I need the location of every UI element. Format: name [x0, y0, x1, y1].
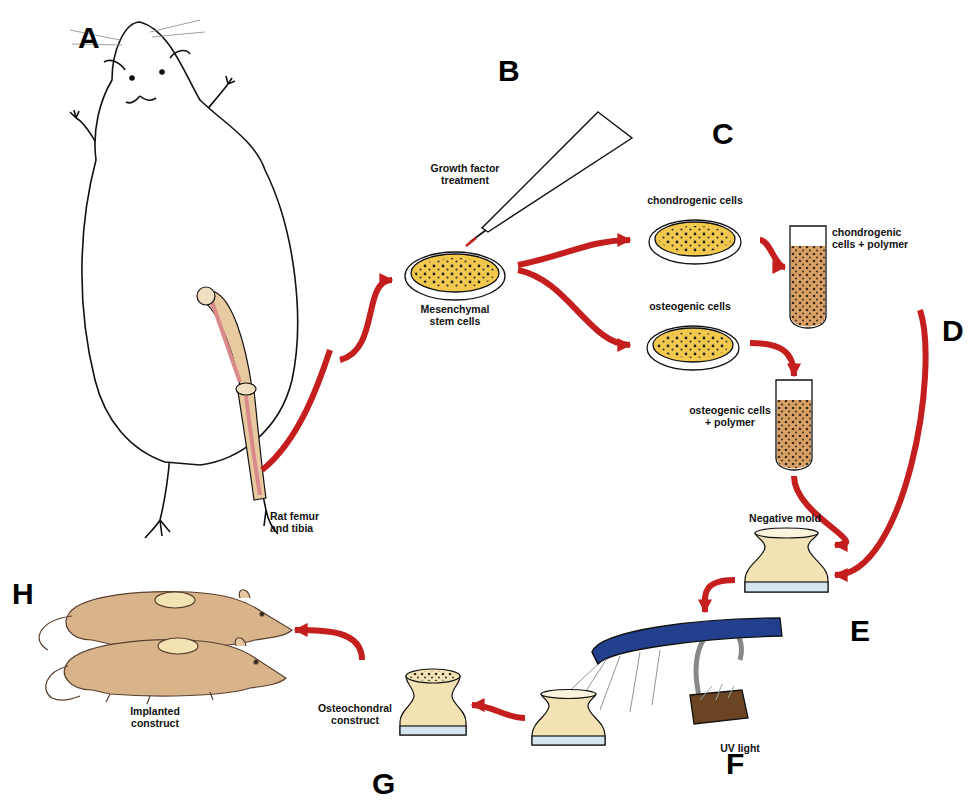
construct-node: Osteochondral construct [312, 660, 472, 742]
osteochondral-construct [400, 669, 466, 735]
dish-node: chondrogenic cells [630, 192, 760, 267]
panel-letter: F [726, 748, 756, 780]
node-label: osteogenic cells [630, 300, 750, 312]
process-arrow [835, 310, 926, 575]
second-harvest-arrow [262, 350, 330, 470]
node-label: Osteochondral construct [312, 702, 398, 726]
process-arrow [340, 280, 392, 360]
process-arrow [472, 705, 525, 718]
node-label: chondrogenic cells [630, 194, 760, 206]
implant-node: Implanted construct [55, 585, 295, 740]
node-label: Rat femur and tibia [270, 510, 340, 534]
process-arrow [518, 240, 630, 265]
process-arrow [760, 240, 785, 267]
panel-letter: G [372, 768, 402, 800]
node-label: chondrogenic cells + polymer [832, 226, 918, 250]
dish-node: osteogenic cells [630, 298, 750, 373]
pipette [466, 112, 632, 246]
uv-lamp-node: UV light [525, 612, 790, 770]
node-label: Mesenchymal stem cells [412, 303, 498, 327]
process-arrow [750, 343, 794, 376]
process-arrow [794, 476, 846, 545]
process-arrow [518, 270, 630, 345]
mold-node: Negative mold [735, 510, 835, 594]
panel-letter: A [78, 22, 108, 54]
panel-letter: H [12, 578, 42, 610]
process-arrow [295, 630, 362, 660]
node-label: osteogenic cells + polymer [688, 404, 772, 428]
tube-node: osteogenic cells + polymer [688, 376, 820, 476]
panel-letter: D [942, 315, 972, 347]
process-arrow [705, 580, 735, 612]
implanted-rats [39, 590, 292, 704]
dish-node: Mesenchymal stem cells [392, 245, 518, 337]
petri-dishes [405, 220, 741, 370]
step-note: Growth factor treatment [418, 162, 512, 186]
panel-letter: C [712, 118, 742, 150]
filled-mold [532, 690, 605, 746]
panel-letter: B [498, 55, 528, 87]
panel-letter: E [850, 615, 880, 647]
rat-figure [70, 20, 298, 538]
uv-lamp [560, 618, 782, 724]
rat-node: Rat femur and tibia [55, 15, 340, 560]
node-label: Negative mold [735, 512, 835, 524]
negative-mold [745, 528, 828, 592]
tube-node: chondrogenic cells + polymer [785, 222, 920, 332]
femur-tibia [197, 287, 266, 500]
node-label: Implanted construct [113, 705, 197, 729]
